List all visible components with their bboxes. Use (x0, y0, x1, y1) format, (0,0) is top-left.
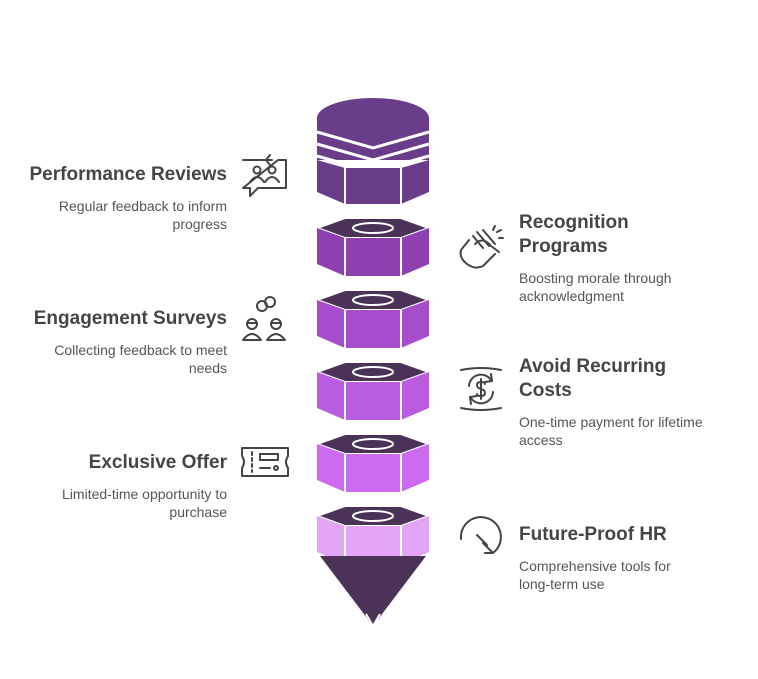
stack-tip (320, 556, 426, 628)
item-future-proof-hr: Future-Proof HR Comprehensive tools for … (519, 523, 719, 593)
clock-arrow-icon (459, 516, 502, 554)
stack-segment (314, 505, 432, 564)
item-desc: Boosting morale through acknowledgment (519, 270, 672, 304)
item-desc: Regular feedback to inform progress (58, 198, 227, 232)
item-exclusive-offer: Exclusive Offer Limited-time opportunity… (20, 451, 227, 521)
item-title: Future-Proof HR (519, 524, 667, 545)
item-desc: Comprehensive tools for long-term use (519, 558, 671, 592)
clapping-hands-icon (459, 225, 504, 269)
stack-segment (314, 217, 432, 276)
item-title: Performance Reviews (29, 164, 228, 185)
item-title: Exclusive Offer (88, 452, 227, 473)
item-desc: Limited-time opportunity to purchase (62, 486, 227, 520)
item-avoid-recurring-costs: Avoid Recurring Costs One-time payment f… (519, 355, 734, 449)
item-engagement-surveys: Engagement Surveys Collecting feedback t… (20, 307, 227, 377)
item-desc: Collecting feedback to meet needs (54, 342, 227, 376)
stack-segment (314, 433, 432, 492)
item-title: Recognition Programs (519, 212, 629, 257)
item-recognition-programs: Recognition Programs Boosting morale thr… (519, 211, 719, 305)
item-desc: One-time payment for lifetime access (519, 414, 703, 448)
item-title: Avoid Recurring Costs (519, 356, 667, 401)
survey-people-icon (242, 296, 286, 341)
ticket-icon (241, 447, 289, 477)
stack-segment (314, 289, 432, 348)
stack-segment (314, 361, 432, 420)
item-performance-reviews: Performance Reviews Regular feedback to … (20, 163, 228, 233)
item-title: Engagement Surveys (33, 308, 227, 329)
recurring-dollar-icon (460, 367, 502, 411)
stack-cap (316, 98, 430, 204)
performance-review-icon (242, 154, 287, 197)
